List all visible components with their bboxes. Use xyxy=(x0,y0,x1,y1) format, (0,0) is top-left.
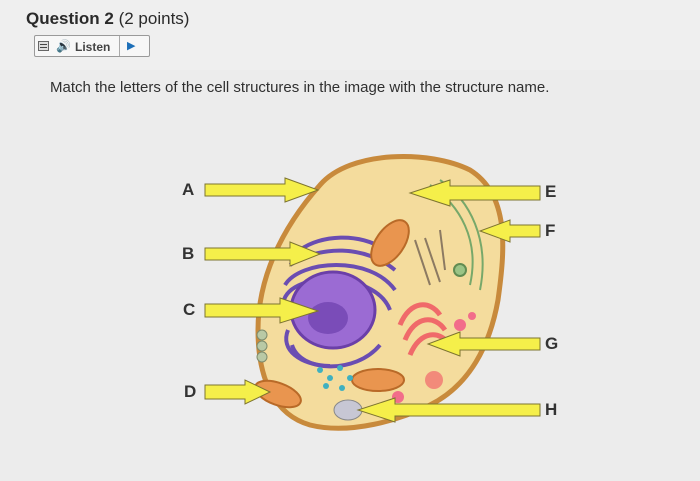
arrow-h xyxy=(356,397,541,423)
arrows xyxy=(204,177,541,423)
label-d: D xyxy=(184,382,197,401)
question-number: Question 2 xyxy=(26,9,114,28)
label-g: G xyxy=(545,334,559,353)
label-f: F xyxy=(545,221,556,240)
arrow-c xyxy=(204,297,320,324)
mitochondria xyxy=(254,219,410,409)
cytoskeleton xyxy=(414,229,446,286)
label-e: E xyxy=(545,182,557,201)
arrow-d xyxy=(204,379,272,405)
nucleolus xyxy=(308,302,348,334)
speaker-icon: 🔊 xyxy=(56,39,71,53)
arrow-b xyxy=(204,241,322,267)
label-b: B xyxy=(182,244,195,263)
menu-icon[interactable] xyxy=(38,41,49,51)
arrow-e xyxy=(408,179,541,207)
arrow-f xyxy=(478,219,541,243)
label-a: A xyxy=(182,180,195,199)
listen-widget[interactable]: 🔊 Listen ▶ xyxy=(34,35,150,57)
arrow-g xyxy=(426,331,541,357)
label-c: C xyxy=(183,300,196,319)
label-h: H xyxy=(545,400,558,419)
question-title: Question 2 (2 points) xyxy=(26,9,189,29)
arrow-a xyxy=(204,177,320,203)
listen-divider xyxy=(119,36,120,56)
ribosomes xyxy=(317,365,353,391)
listen-label[interactable]: Listen xyxy=(75,40,111,54)
instructions-text: Match the letters of the cell structures… xyxy=(50,79,550,96)
play-icon[interactable]: ▶ xyxy=(127,40,136,52)
question-points: (2 points) xyxy=(118,9,190,28)
